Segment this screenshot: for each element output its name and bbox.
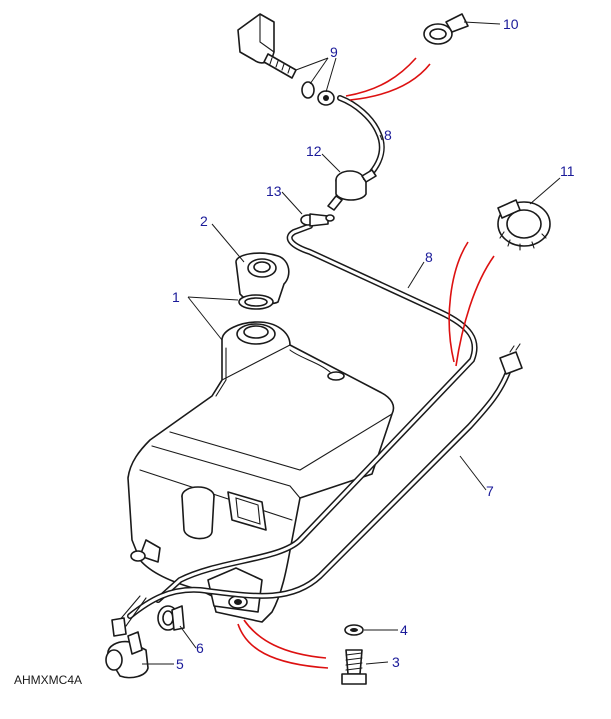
- callout-3: 3: [392, 654, 400, 670]
- location-arcs: [237, 57, 495, 669]
- filler-seal: [238, 294, 274, 310]
- callout-4: 4: [400, 622, 408, 638]
- jet-nut: [317, 90, 335, 106]
- pump-grommet: [157, 605, 185, 631]
- callout-12: 12: [306, 143, 322, 159]
- callout-9: 9: [330, 44, 338, 60]
- washer-hose: [155, 95, 478, 603]
- hose-clip-small: [423, 13, 469, 45]
- diagram-reference-code: AHMXMC4A: [14, 673, 82, 687]
- jet-washer: [301, 81, 315, 99]
- hose-clip-large: [497, 199, 551, 251]
- callout-13: 13: [266, 183, 282, 199]
- washer-pump: [105, 631, 149, 679]
- callout-8-upper: 8: [384, 127, 392, 143]
- leader-lines: [142, 21, 561, 665]
- callout-10: 10: [503, 16, 519, 32]
- callout-2: 2: [200, 213, 208, 229]
- mounting-bolt: [341, 649, 367, 685]
- callout-labels: 1 2 3 4 5 6 7 8 8 9 10 11 12 13: [172, 16, 575, 672]
- non-return-valve: [327, 169, 377, 211]
- washer-nut: [344, 624, 364, 636]
- callout-5: 5: [176, 656, 184, 672]
- callout-11: 11: [560, 163, 575, 179]
- callout-7: 7: [486, 483, 494, 499]
- callout-8-lower: 8: [425, 249, 433, 265]
- callout-1: 1: [172, 289, 180, 305]
- hose-connector: [300, 213, 335, 227]
- callout-6: 6: [196, 640, 204, 656]
- washer-jet-bracket: [237, 13, 297, 79]
- wiring-harness: [111, 343, 523, 637]
- filler-cap: [235, 252, 290, 305]
- washer-reservoir: [127, 321, 395, 623]
